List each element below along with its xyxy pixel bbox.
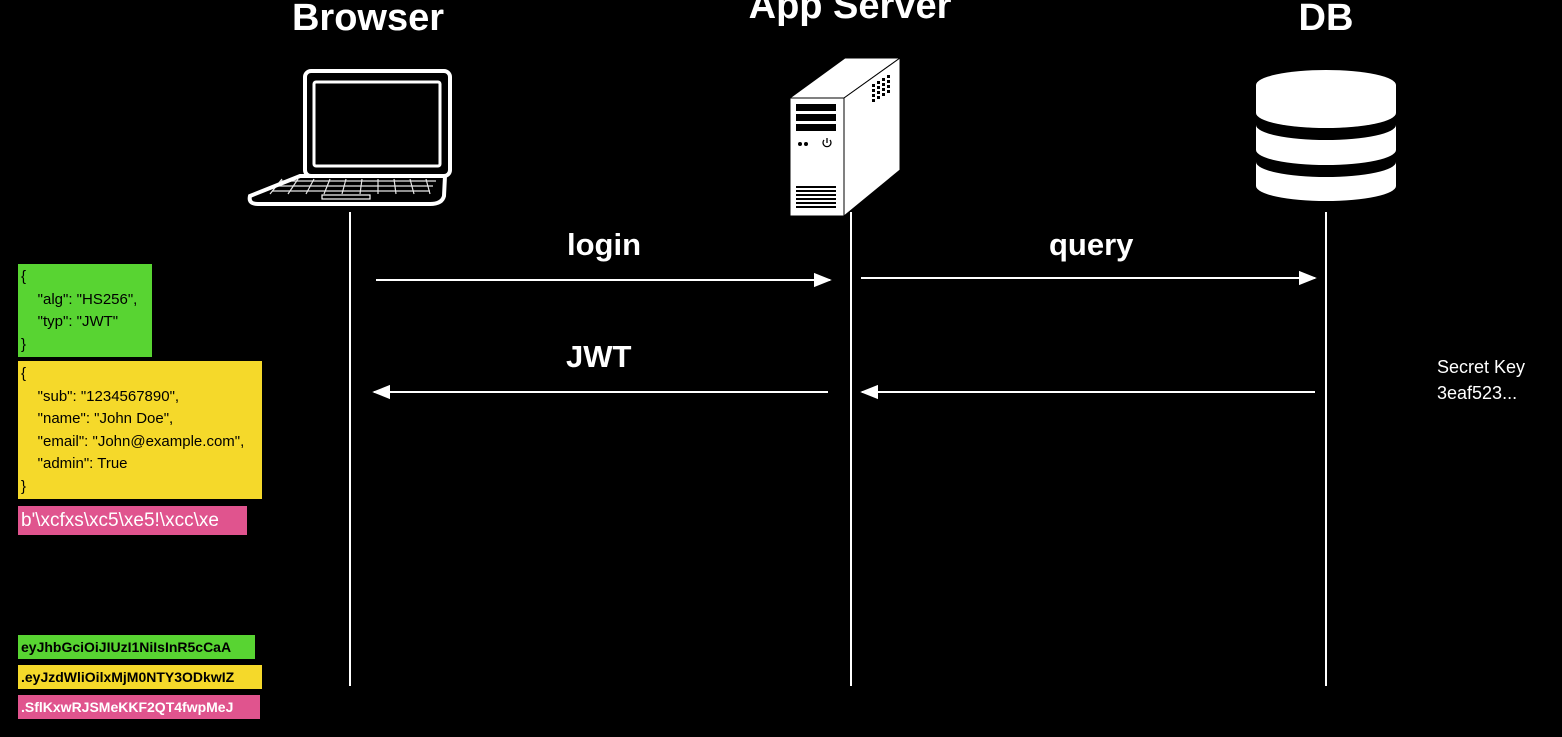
laptop-icon	[247, 69, 452, 206]
jwt-payload-json: { "sub": "1234567890", "name": "John Doe…	[18, 361, 262, 499]
token-part-payload: .eyJzdWliOilxMjM0NTY3ODkwIZ	[18, 665, 262, 689]
jwt-header-json: { "alg": "HS256", "typ": "JWT" }	[18, 264, 152, 357]
database-icon	[1256, 70, 1396, 201]
lane-title-db: DB	[1298, 0, 1354, 39]
message-label-login: login	[567, 227, 642, 262]
secret-key-label: Secret Key	[1437, 357, 1526, 377]
token-part-signature: .SflKxwRJSMeKKF2QT4fwpMeJ	[18, 695, 260, 719]
secret-key-note: Secret Key 3eaf523...	[1437, 354, 1525, 406]
jwt-signature-bytes: b'\xcfxs\xc5\xe5!\xcc\xe	[18, 506, 247, 535]
secret-key-value: 3eaf523...	[1437, 383, 1518, 403]
message-label-jwt: JWT	[566, 339, 632, 374]
message-label-query: query	[1049, 227, 1134, 262]
token-part-header: eyJhbGciOiJIUzI1NiIsInR5cCaA	[18, 635, 255, 659]
lane-title-browser: Browser	[291, 0, 445, 39]
lane-title-app-server: App Server	[748, 0, 952, 27]
server-tower-icon	[788, 57, 902, 218]
